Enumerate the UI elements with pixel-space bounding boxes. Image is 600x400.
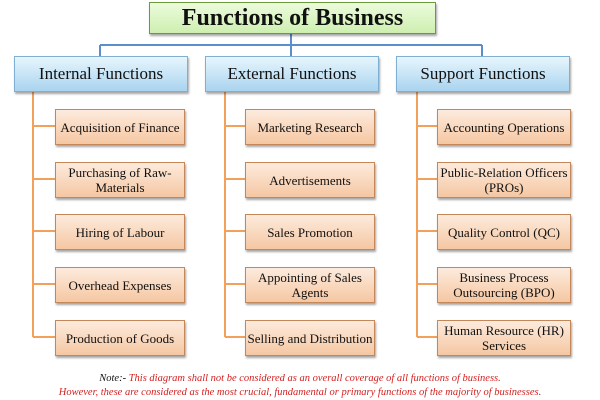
internal-item-finance: Acquisition of Finance xyxy=(55,109,185,145)
support-item-hr: Human Resource (HR) Services xyxy=(437,320,571,356)
external-item-distribution: Selling and Distribution xyxy=(245,320,375,356)
footnote-line-2: However, these are considered as the mos… xyxy=(58,387,542,398)
footnote-text-1: This diagram shall not be considered as … xyxy=(128,373,501,384)
external-item-sales-agents: Appointing of Sales Agents xyxy=(245,267,375,303)
internal-item-labour: Hiring of Labour xyxy=(55,214,185,250)
support-item-pros: Public-Relation Officers (PROs) xyxy=(437,162,571,198)
footnote-label: Note:- xyxy=(99,373,127,384)
internal-functions-heading: Internal Functions xyxy=(14,56,188,92)
internal-item-raw-materials: Purchasing of Raw-Materials xyxy=(55,162,185,198)
column-connectors xyxy=(32,91,437,338)
support-item-bpo: Business Process Outsourcing (BPO) xyxy=(437,267,571,303)
external-item-advertisements: Advertisements xyxy=(245,162,375,198)
internal-item-production: Production of Goods xyxy=(55,320,185,356)
internal-item-overhead: Overhead Expenses xyxy=(55,267,185,303)
title-connectors xyxy=(99,33,483,56)
support-functions-heading: Support Functions xyxy=(396,56,570,92)
external-item-sales-promotion: Sales Promotion xyxy=(245,214,375,250)
external-functions-heading: External Functions xyxy=(205,56,379,92)
support-item-accounting: Accounting Operations xyxy=(437,109,571,145)
support-item-quality-control: Quality Control (QC) xyxy=(437,214,571,250)
footnote-line-1: Note:- This diagram shall not be conside… xyxy=(0,373,600,384)
external-item-marketing-research: Marketing Research xyxy=(245,109,375,145)
diagram-title: Functions of Business xyxy=(149,2,436,34)
